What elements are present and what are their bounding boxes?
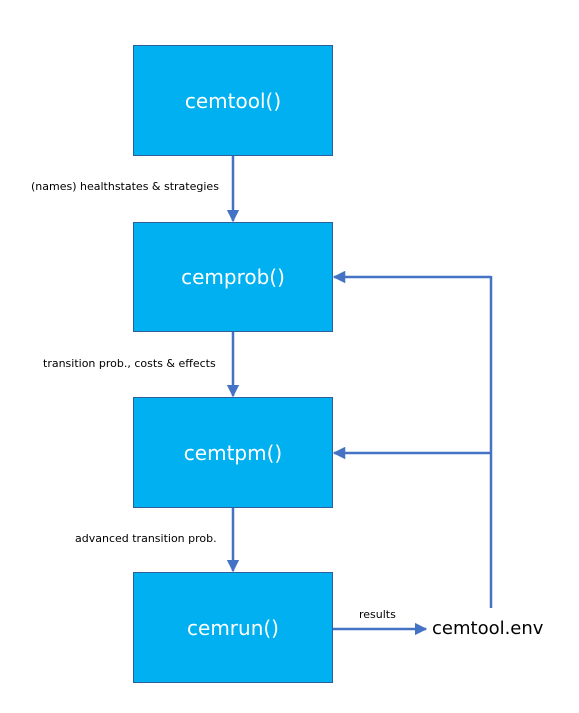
node-cemtool-label: cemtool() <box>184 88 282 113</box>
node-cemtpm-label: cemtpm() <box>183 440 283 465</box>
node-cemprob-label: cemprob() <box>181 265 285 289</box>
node-cemtpm: cemtpm() <box>133 397 333 508</box>
edge-label-cemtpm-to-cemrun: advanced transition prob. <box>75 532 217 545</box>
edge-label-cemtool-to-cemprob: (names) healthstates & strategies <box>31 180 219 193</box>
node-env-label: cemtool.env <box>432 618 544 639</box>
node-cemprob: cemprob() <box>133 222 333 332</box>
edge-label-cemprob-to-cemtpm: transition prob., costs & effects <box>43 357 216 370</box>
node-cemrun-label: cemrun() <box>187 615 279 640</box>
node-cemtool: cemtool() <box>133 45 333 156</box>
edge-label-cemrun-to-env: results <box>359 608 396 621</box>
node-cemrun: cemrun() <box>133 572 333 683</box>
